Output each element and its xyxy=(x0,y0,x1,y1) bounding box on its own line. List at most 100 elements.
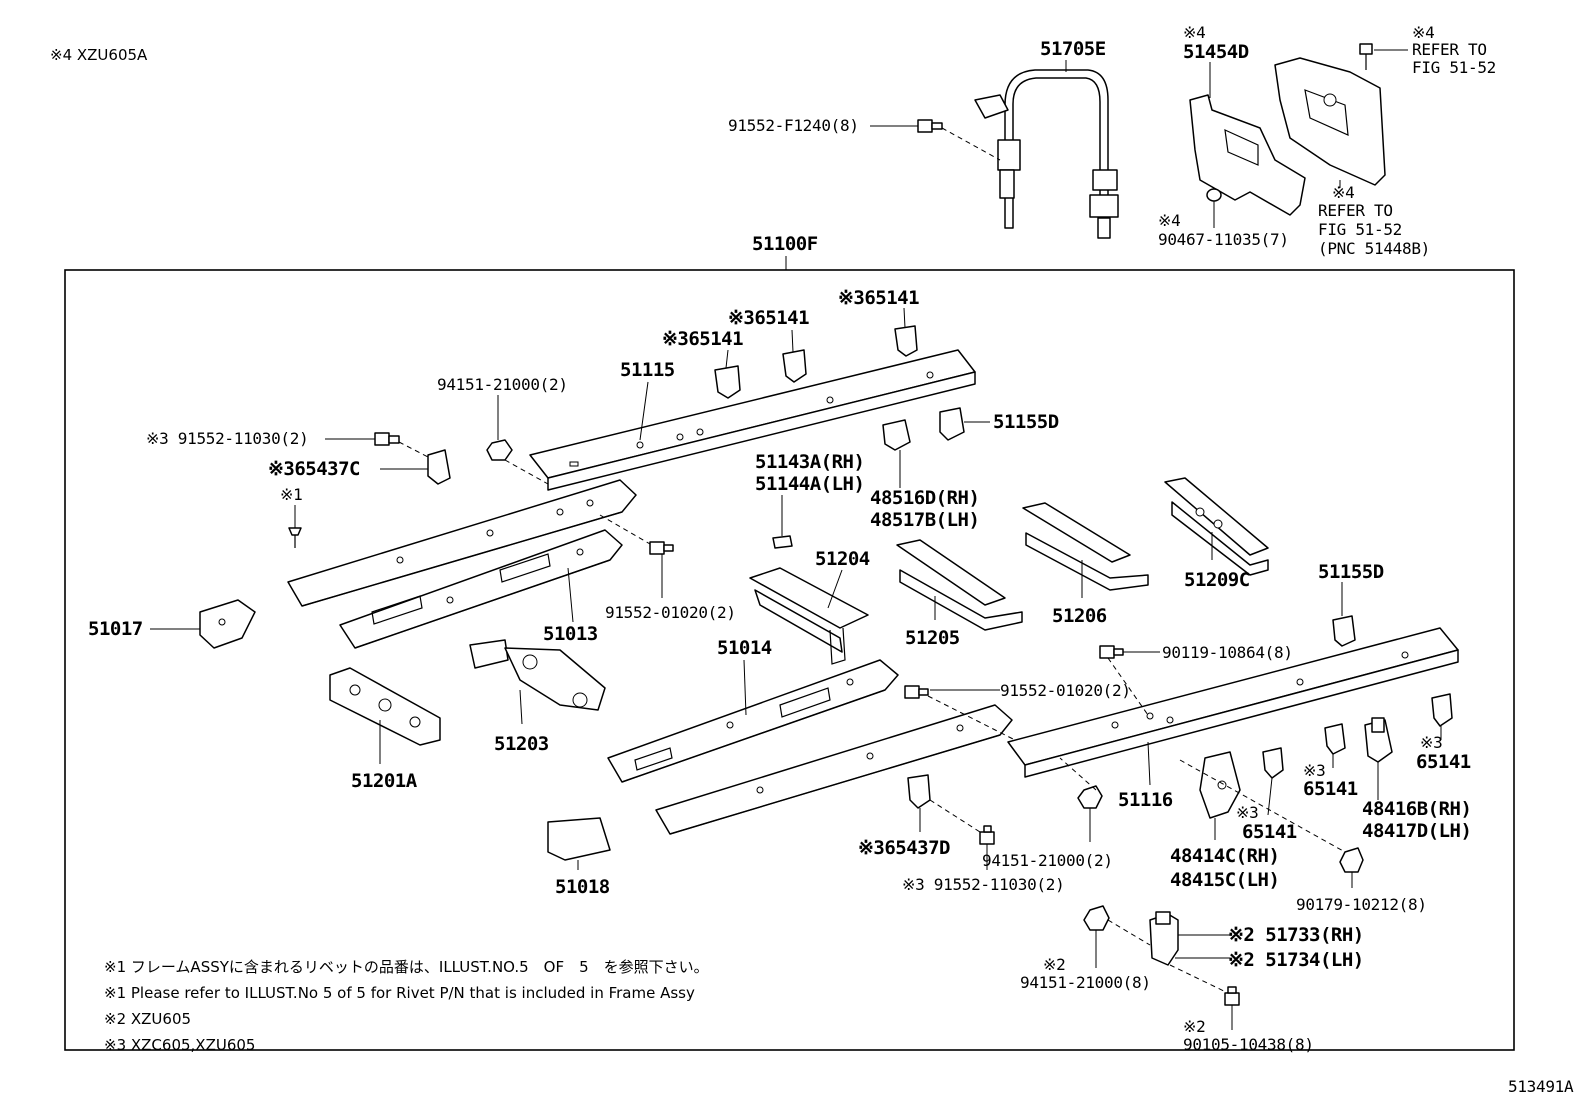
crossmember-51209C[interactable] xyxy=(1164,477,1269,576)
label-90105: 90105-10438(8) xyxy=(1183,1035,1314,1054)
bracket-65141-f[interactable] xyxy=(1431,693,1453,727)
label-51115: 51115 xyxy=(620,359,675,381)
rail-51014[interactable] xyxy=(607,659,899,783)
bracket-51018[interactable] xyxy=(547,817,611,861)
label-65141-a: ※365141 xyxy=(662,328,743,350)
crossmember-51201A[interactable] xyxy=(329,667,441,746)
bracket-65141-a[interactable] xyxy=(714,365,741,399)
panel-51448B[interactable] xyxy=(1274,57,1386,186)
crossmember-51204[interactable] xyxy=(749,567,869,665)
bracket-51155D-b[interactable] xyxy=(1332,615,1356,647)
bracket-48414C[interactable] xyxy=(1199,751,1241,819)
label-48517B: 48517B(LH) xyxy=(870,509,979,531)
label-51705E: 51705E xyxy=(1040,38,1106,60)
label-51143A: 51143A(RH) xyxy=(755,451,864,473)
note-1-en: ※1 Please refer to ILLUST.No 5 of 5 for … xyxy=(104,984,695,1002)
label-51155D-a: 51155D xyxy=(993,411,1059,433)
mark-2b: ※2 xyxy=(1183,1017,1205,1036)
label-65141-d: 65141 xyxy=(1242,821,1297,843)
bracket-65437D[interactable] xyxy=(907,774,931,809)
label-48415C: 48415C(LH) xyxy=(1170,869,1279,891)
label-51155D-b: 51155D xyxy=(1318,561,1384,583)
bolt-91552-F1240[interactable] xyxy=(917,119,943,133)
rivet-mark-1[interactable] xyxy=(288,527,302,548)
label-90179: 90179-10212(8) xyxy=(1296,895,1427,914)
label-48416B: 48416B(RH) xyxy=(1362,798,1471,820)
label-51018: 51018 xyxy=(555,876,610,898)
nut-94151-21000-a[interactable] xyxy=(486,439,513,461)
nut-90179-10212[interactable] xyxy=(1339,847,1364,873)
note-2: ※2 XZU605 xyxy=(104,1010,191,1028)
bolt-91552-01020-a[interactable] xyxy=(649,541,674,555)
frame-assembly-box: 51100F xyxy=(64,233,1515,1051)
bracket-65141-c[interactable] xyxy=(894,325,918,357)
bolt-91552-11030-b[interactable] xyxy=(979,825,995,845)
label-65141-e: 65141 xyxy=(1303,778,1358,800)
label-48414C: 48414C(RH) xyxy=(1170,845,1279,867)
mark-4b: ※4 xyxy=(1412,23,1434,42)
bolt-91552-11030-a[interactable] xyxy=(374,432,400,446)
mark-4c: ※4 xyxy=(1158,211,1180,230)
bolt-90119-10864[interactable] xyxy=(1099,645,1124,659)
label-94151-a: 94151-21000(2) xyxy=(437,375,568,394)
label-94151-b: 94151-21000(2) xyxy=(982,851,1113,870)
bracket-51733[interactable] xyxy=(1149,911,1179,966)
label-refer-to-2: REFER TO xyxy=(1318,201,1393,220)
rail-51115[interactable] xyxy=(529,349,976,491)
label-refer-to-1: REFER TO xyxy=(1412,40,1487,59)
label-91552-F1240: 91552-F1240(8) xyxy=(728,116,859,135)
nut-94151-21000-b[interactable] xyxy=(1077,785,1103,809)
bolt-90105-10438[interactable] xyxy=(1224,986,1240,1006)
label-65437D: ※365437D xyxy=(858,837,950,859)
rail-lower-center[interactable] xyxy=(655,704,1013,835)
frame-label: 51100F xyxy=(752,233,818,255)
bracket-65141-e[interactable] xyxy=(1324,723,1346,755)
label-90119: 90119-10864(8) xyxy=(1162,643,1293,662)
bracket-51017[interactable] xyxy=(199,599,256,649)
label-65141-b: ※365141 xyxy=(728,307,809,329)
label-51116: 51116 xyxy=(1118,789,1173,811)
nut-94151-21000-c[interactable] xyxy=(1083,905,1110,931)
label-51203: 51203 xyxy=(494,733,549,755)
mark-4a: ※4 xyxy=(1183,23,1205,42)
label-51733: ※2 51733(RH) xyxy=(1228,924,1364,946)
label-fig-1: FIG 51-52 xyxy=(1412,58,1496,77)
crossmember-51205[interactable] xyxy=(896,539,1023,631)
label-51017: 51017 xyxy=(88,618,143,640)
mark-4d: ※4 xyxy=(1332,183,1354,202)
note-3: ※3 XZC605,XZU605 xyxy=(104,1036,255,1054)
bracket-65437C[interactable] xyxy=(427,449,451,485)
bracket-65141-b[interactable] xyxy=(782,349,807,383)
bolt-91552-01020-b[interactable] xyxy=(904,685,929,699)
bracket-48516D[interactable] xyxy=(882,419,911,451)
mark-3b: ※3 xyxy=(1303,761,1325,780)
crossmember-51206[interactable] xyxy=(1022,502,1149,591)
rail-upper-left[interactable] xyxy=(287,479,637,607)
assembly-51203[interactable] xyxy=(469,639,606,711)
figure-id: 513491A xyxy=(1508,1077,1574,1096)
rail-51013[interactable] xyxy=(339,529,623,649)
label-51014: 51014 xyxy=(717,637,772,659)
plate-51143A[interactable] xyxy=(772,535,793,549)
label-fig-2: FIG 51-52 xyxy=(1318,220,1402,239)
label-48516D: 48516D(RH) xyxy=(870,487,979,509)
part-51454D-bracket[interactable] xyxy=(1189,94,1306,216)
label-48417D: 48417D(LH) xyxy=(1362,820,1471,842)
bolt-refer-fig[interactable] xyxy=(1359,43,1373,70)
mark-3c: ※3 xyxy=(1420,733,1442,752)
bracket-48416B[interactable] xyxy=(1364,717,1393,763)
rail-51116[interactable] xyxy=(1007,627,1459,778)
label-51454D: 51454D xyxy=(1183,41,1249,63)
bracket-51155D-a[interactable] xyxy=(939,407,965,441)
label-51205: 51205 xyxy=(905,627,960,649)
label-51204: 51204 xyxy=(815,548,870,570)
label-51209C: 51209C xyxy=(1184,569,1250,591)
label-91552-11030-b: ※3 91552-11030(2) xyxy=(902,875,1064,894)
label-51013: 51013 xyxy=(543,623,598,645)
clip-90467-11035[interactable] xyxy=(1206,188,1222,202)
mark-2a: ※2 xyxy=(1043,955,1065,974)
part-51705E-guard[interactable] xyxy=(974,69,1119,239)
label-51201A: 51201A xyxy=(351,770,418,792)
bracket-65141-d[interactable] xyxy=(1262,747,1284,779)
